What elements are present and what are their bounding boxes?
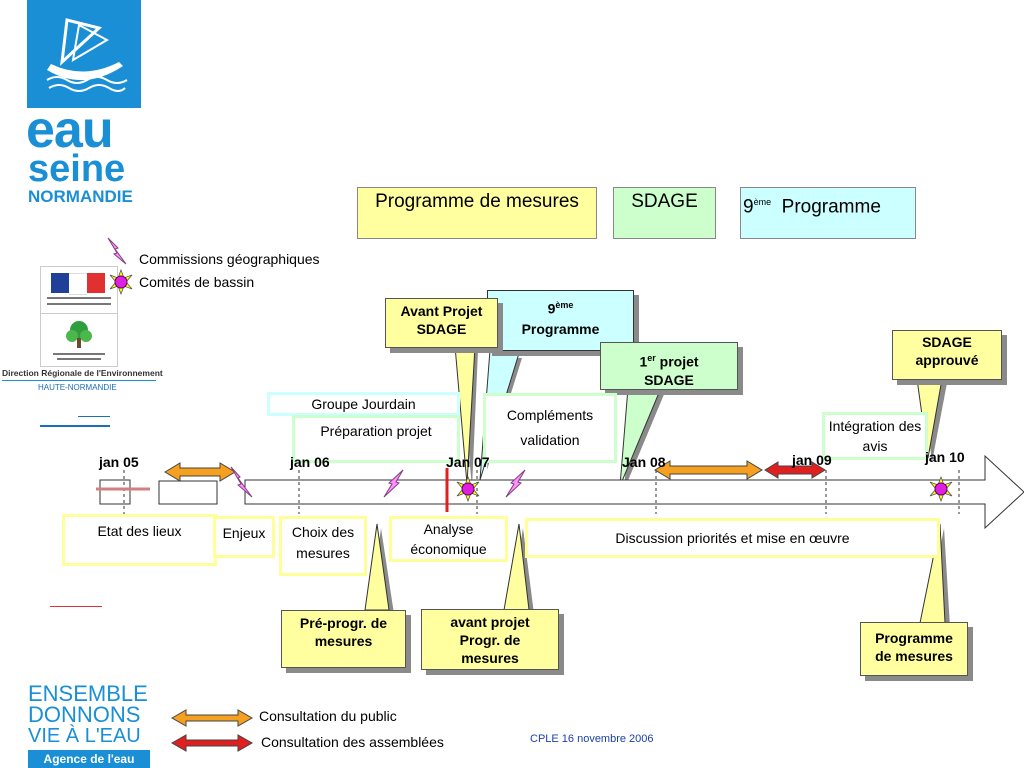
divider bbox=[2, 380, 156, 381]
date-jan-10: jan 10 bbox=[925, 449, 965, 465]
double-arrow-orange-icon bbox=[170, 709, 254, 727]
comites-label: Comités de bassin bbox=[139, 274, 255, 290]
commissions-label: Commissions géographiques bbox=[139, 251, 320, 267]
donnons-wordmark: DONNONS bbox=[28, 702, 141, 727]
legend-sdage: SDAGE bbox=[613, 187, 716, 239]
callout-pre-progr-mesures: Pré-progr. de mesures bbox=[281, 610, 406, 668]
phase-enjeux: Enjeux bbox=[213, 516, 275, 558]
divider bbox=[40, 425, 110, 427]
ensemble-wordmark: ENSEMBLE bbox=[28, 681, 148, 706]
timeline-box bbox=[158, 480, 218, 505]
star-burst-icon bbox=[109, 268, 133, 296]
ministere-ecologie-logo bbox=[40, 313, 118, 367]
normandie-wordmark: NORMANDIE bbox=[28, 187, 133, 206]
phase-preparation-projet: Préparation projet bbox=[292, 415, 460, 463]
callout-programme-mesures: Programme de mesures bbox=[860, 622, 968, 676]
symbols-legend-icons bbox=[107, 237, 133, 296]
callout-avant-projet-sdage: Avant Projet SDAGE bbox=[385, 298, 498, 348]
boat-icon bbox=[46, 18, 128, 92]
divider bbox=[78, 416, 110, 417]
lightning-icon bbox=[230, 466, 253, 498]
timeline-arrow bbox=[244, 454, 1024, 530]
legend-programme-mesures: Programme de mesures bbox=[357, 187, 597, 239]
lightning-icon bbox=[107, 237, 127, 265]
callout-1er-projet-sdage: 1er projet SDAGE bbox=[600, 342, 738, 390]
date-jan-06: jan 06 bbox=[290, 454, 330, 470]
agence-eau-label: Agence de l'eau bbox=[43, 752, 135, 766]
star-burst-icon bbox=[456, 475, 480, 503]
date-jan-05: jan 05 bbox=[99, 454, 139, 470]
footer-text: CPLE 16 novembre 2006 bbox=[530, 733, 654, 745]
date-jan-08: Jan 08 bbox=[622, 454, 666, 470]
date-jan-07: Jan 07 bbox=[446, 454, 490, 470]
lightning-icon bbox=[505, 469, 526, 498]
eau-seine-normandie-logo bbox=[27, 0, 141, 108]
phase-complements-validation: Compléments validation bbox=[483, 393, 617, 463]
callout-sdage-approuve: SDAGE approuvé bbox=[892, 330, 1002, 380]
divider bbox=[50, 606, 102, 607]
legend-consultation-public: Consultation du public bbox=[259, 708, 397, 724]
double-arrow-red-icon bbox=[170, 734, 254, 752]
date-jan-09: jan 09 bbox=[792, 452, 832, 468]
callout-avant-projet-progr: avant projet Progr. de mesures bbox=[421, 609, 559, 670]
double-arrow-red-icon bbox=[764, 461, 826, 479]
haute-normandie-label: HAUTE-NORMANDIE bbox=[38, 383, 117, 392]
phase-analyse-economique: Analyse économique bbox=[389, 516, 508, 562]
phase-integration-avis: Intégration des avis bbox=[822, 412, 928, 460]
agence-eau-badge: Agence de l'eau bbox=[28, 750, 150, 768]
double-arrow-orange-icon bbox=[654, 460, 763, 480]
phase-discussion: Discussion priorités et mise en œuvre bbox=[525, 518, 940, 558]
phase-choix-mesures: Choix des mesures bbox=[279, 516, 367, 576]
eau-wordmark: eau bbox=[26, 101, 114, 159]
republique-francaise-logo bbox=[40, 266, 118, 314]
seine-wordmark: seine bbox=[28, 148, 126, 190]
star-burst-icon bbox=[929, 475, 953, 503]
phase-etat-des-lieux: Etat des lieux bbox=[62, 514, 217, 566]
phase-groupe-jourdain: Groupe Jourdain bbox=[267, 392, 460, 416]
callout-9eme-programme: 9ème Programme bbox=[487, 290, 634, 351]
legend-9eme-programme: 9ème Programme bbox=[740, 187, 916, 239]
timeline-box bbox=[99, 479, 131, 505]
double-arrow-orange-icon bbox=[164, 462, 236, 482]
timeline-tick-marks bbox=[123, 470, 960, 514]
tree-icon bbox=[53, 321, 105, 360]
lightning-icon bbox=[383, 469, 404, 498]
legend-consultation-assemblees: Consultation des assemblées bbox=[261, 734, 444, 750]
bottom-legend-icons bbox=[170, 709, 254, 752]
vie-eau-wordmark: VIE À L'EAU bbox=[28, 725, 141, 747]
direction-regionale-label: Direction Régionale de l'Environnement bbox=[2, 368, 163, 378]
